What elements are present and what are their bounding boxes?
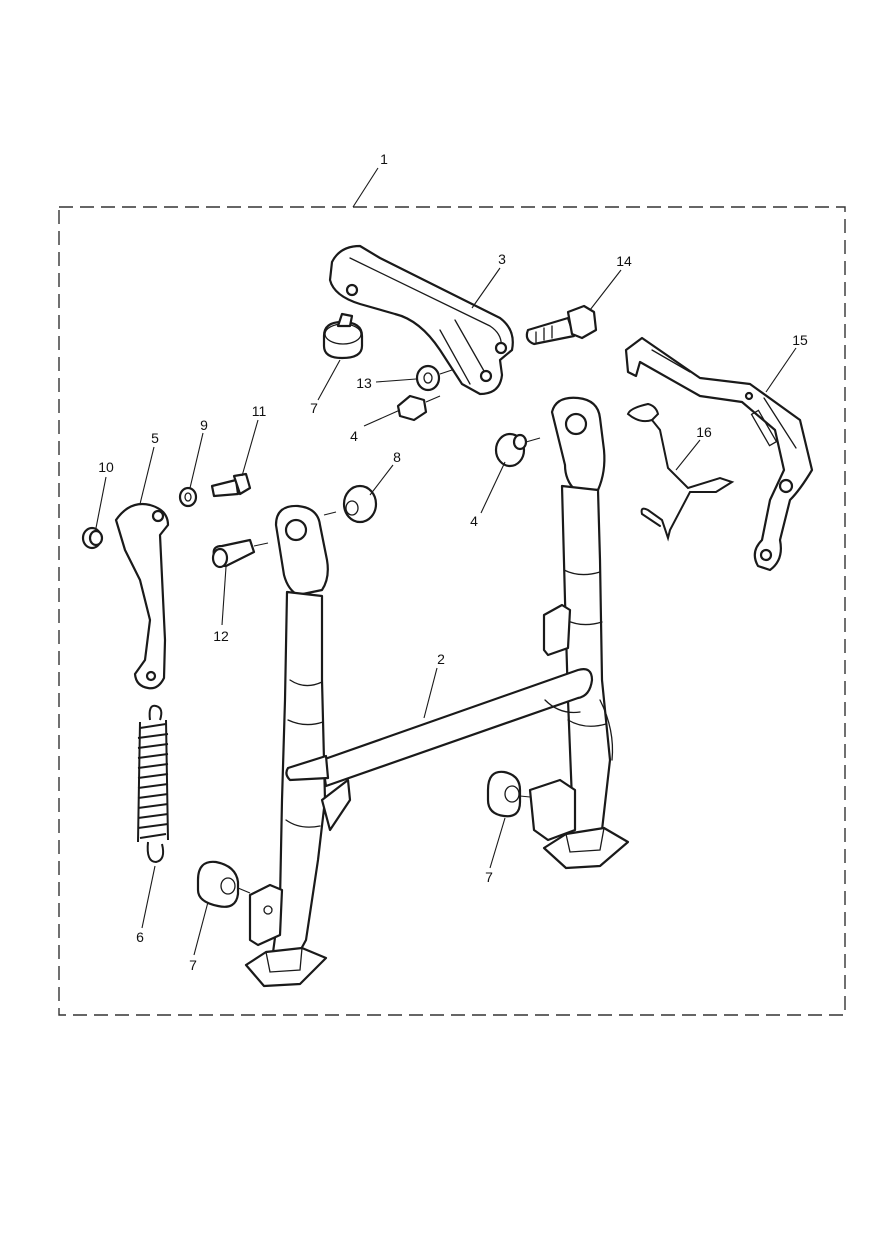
callout-3: 3 [498,251,506,267]
mounting-bracket [328,244,514,396]
callout-1: 1 [380,151,388,167]
callout-9: 9 [200,417,208,433]
callout-15: 15 [792,332,808,348]
callout-labels: 1 2 3 4 4 5 6 7 7 7 8 9 10 11 12 13 14 1… [98,151,808,973]
callout-7-right: 7 [485,869,493,885]
callout-leaders [95,167,797,956]
bush-8 [323,484,378,524]
callout-5: 5 [151,430,159,446]
stand-spring [137,704,169,864]
nut-4-upper [396,394,441,422]
kit-boundary-frame [58,206,846,1016]
callout-14: 14 [616,253,632,269]
stop-arm [114,502,170,690]
callout-4-right: 4 [470,513,478,529]
bushing-10 [81,526,104,550]
callout-12: 12 [213,628,229,644]
callout-8: 8 [393,449,401,465]
callout-11: 11 [252,403,267,419]
callout-10: 10 [98,459,114,475]
rubber-buffer-7-right [486,770,531,818]
rubber-buffer-7-upper [322,312,364,360]
washer-9 [178,486,198,508]
callout-6: 6 [136,929,144,945]
callout-16: 16 [696,424,712,440]
callout-7-upper: 7 [310,400,318,416]
wire-clip [626,403,735,542]
callout-13: 13 [356,375,372,391]
bolt-11 [210,472,252,498]
grommet-4-upper-right [494,432,541,468]
strap-bracket [624,336,814,572]
bolt-14 [525,304,598,346]
bolt-12 [211,538,269,569]
washer-13 [415,364,453,392]
callout-2: 2 [437,651,445,667]
centre-stand [244,396,630,988]
callout-4-upper: 4 [350,428,358,444]
rubber-buffer-7-left [196,860,251,908]
callout-7-left: 7 [189,957,197,973]
